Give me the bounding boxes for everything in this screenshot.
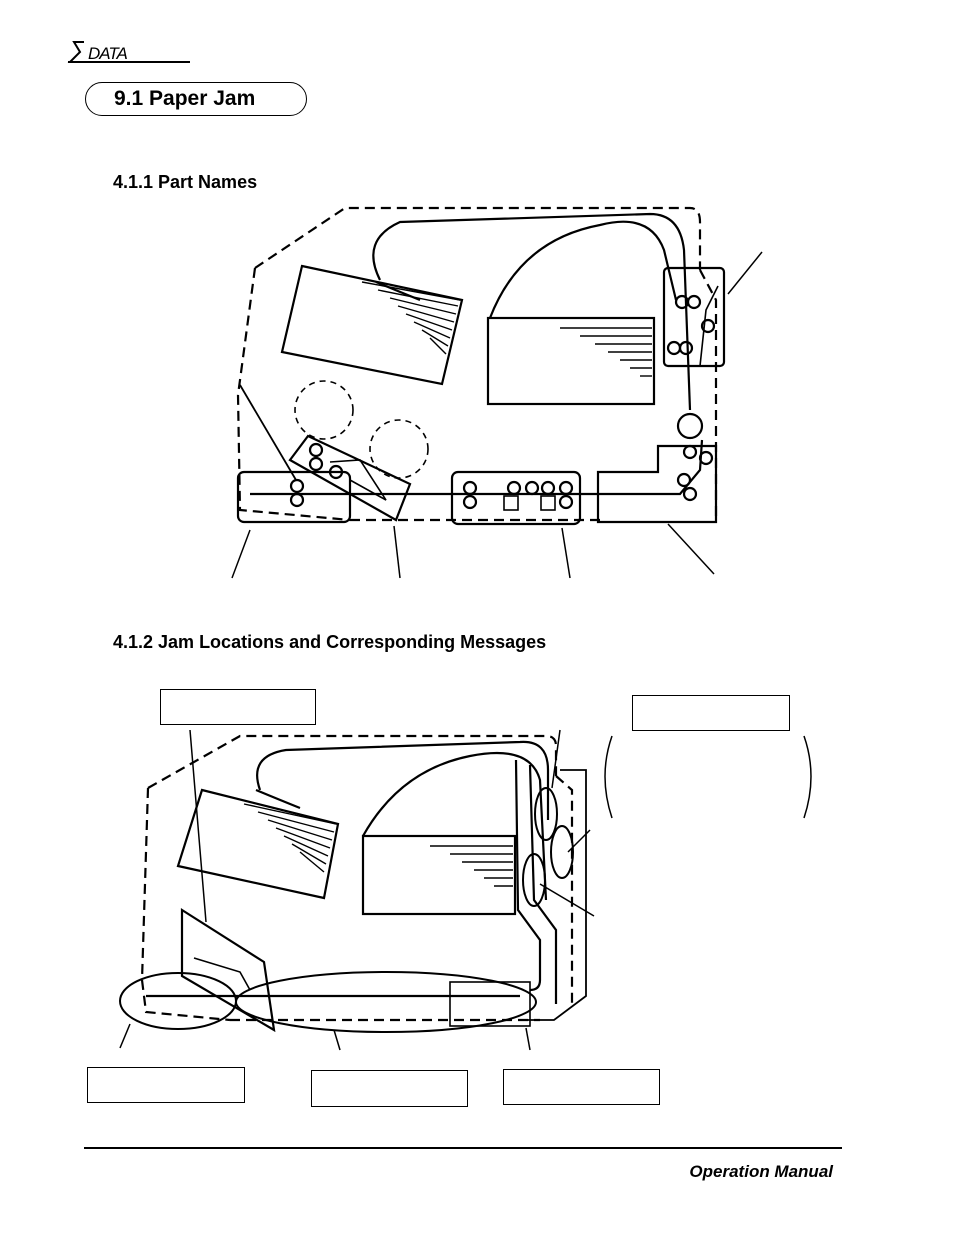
- subsection-title-part-names: 4.1.1 Part Names: [113, 172, 258, 192]
- message-box-cassette: [160, 689, 316, 725]
- part-names-diagram: [231, 206, 763, 579]
- message-box-feed-right: [503, 1069, 660, 1105]
- message-box-feed-left: [87, 1067, 245, 1103]
- logo-text: DATA: [88, 44, 128, 63]
- footer-title: Operation Manual: [689, 1162, 833, 1181]
- sigma-data-logo: [67, 41, 190, 63]
- message-box-upper-path: [632, 695, 790, 731]
- subsection-title-jam-locations: 4.1.2 Jam Locations and Corresponding Me…: [113, 632, 547, 652]
- jam-locations-diagram: [119, 729, 812, 1051]
- message-box-feed-middle: [311, 1070, 468, 1107]
- section-heading-frame: [85, 82, 307, 116]
- section-title: 9.1 Paper Jam: [114, 87, 256, 110]
- footer-rule: [84, 1147, 842, 1149]
